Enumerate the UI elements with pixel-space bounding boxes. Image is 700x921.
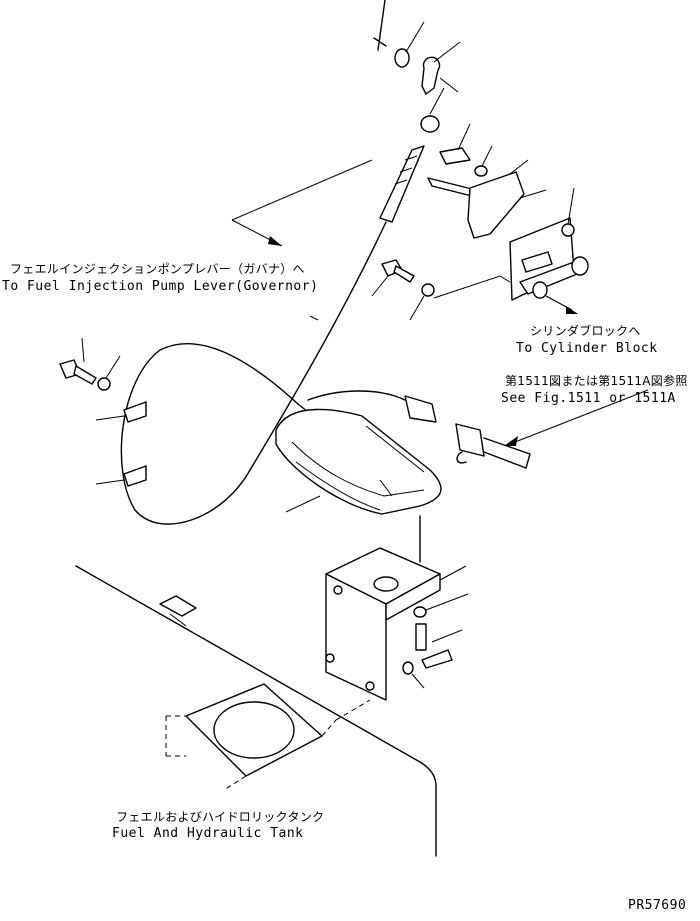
tank-outline [75, 565, 437, 857]
control-cable [120, 221, 437, 525]
governor-label-ja: フェエルインジェクションポンプレバー（ガバナ）へ [10, 262, 305, 276]
part-code: PR57690 [628, 898, 687, 913]
bracket-assembly [427, 123, 547, 239]
cable-clamps [59, 337, 147, 487]
figure-ref-ja: 第1511図または第1511A図参照 [505, 374, 688, 388]
controller-box [275, 408, 442, 515]
mounting-bracket [325, 515, 469, 701]
tank-label-ja: フェエルおよびハイドロリックタンク [116, 810, 325, 824]
governor-label-en: To Fuel Injection Pump Lever(Governor) [2, 279, 319, 294]
rod-end-assembly [373, 0, 461, 223]
bolt-washer [371, 259, 435, 321]
cylinder-label-en: To Cylinder Block [516, 341, 658, 356]
cylinder-plate [433, 187, 589, 314]
cylinder-label-ja: シリンダブロックへ [530, 324, 641, 338]
tank-label-en: Fuel And Hydraulic Tank [112, 826, 304, 841]
figure-ref-en: See Fig.1511 or 1511A [501, 391, 676, 406]
connector [455, 389, 649, 469]
governor-arrow [231, 159, 373, 247]
